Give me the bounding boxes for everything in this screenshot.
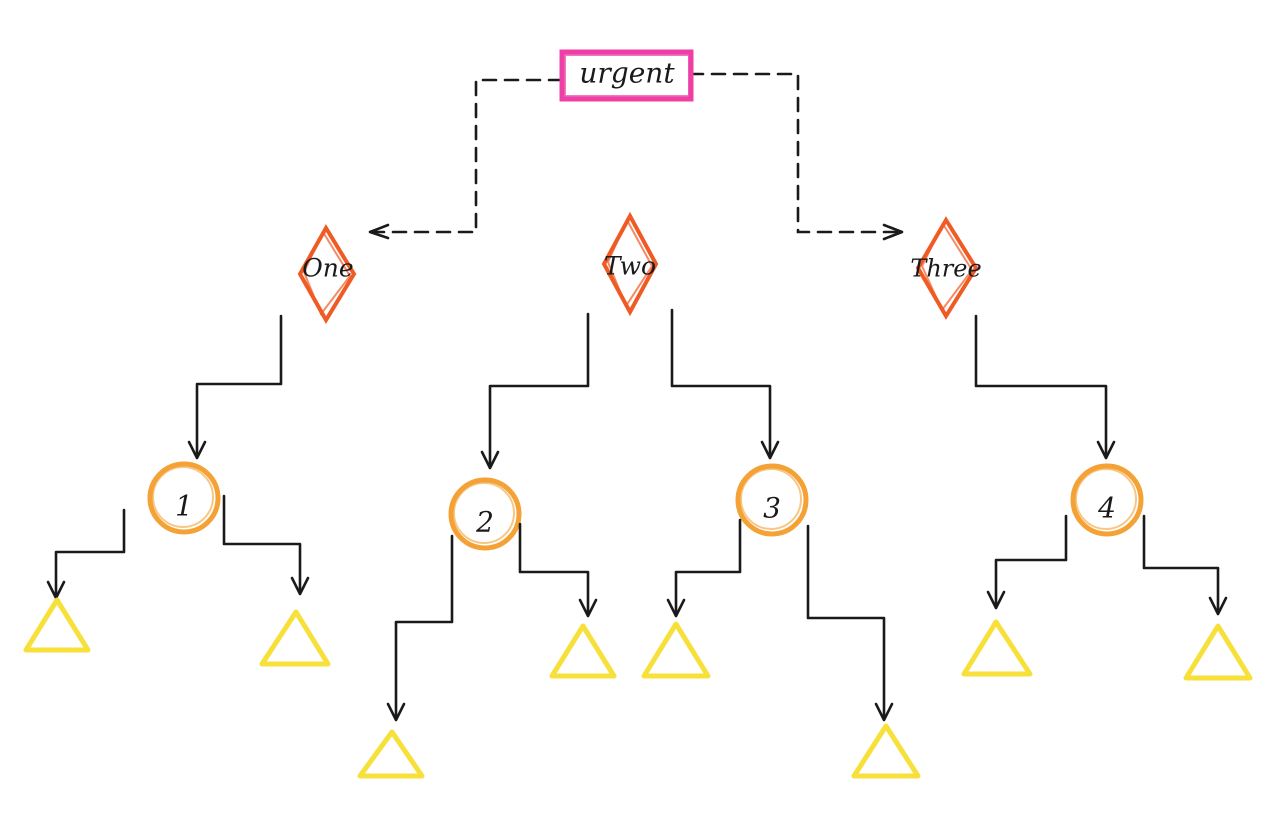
circle-label-3: 3	[763, 492, 781, 525]
connector-two-to-2	[480, 312, 590, 470]
circle-node-1: 1	[147, 461, 221, 535]
circle-label-1: 1	[175, 490, 193, 523]
triangle-leaf-2a	[357, 729, 425, 779]
diamond-label-three: Three	[910, 255, 981, 283]
triangle-leaf-2b	[549, 623, 617, 679]
connector-4-to-left	[986, 514, 1068, 610]
circle-node-3: 3	[735, 463, 809, 537]
circle-node-2: 2	[448, 477, 522, 551]
connector-4-to-right	[1142, 514, 1228, 616]
connector-2-to-left	[386, 534, 454, 722]
diamond-node-two: Two	[601, 211, 659, 317]
root-connector-right	[688, 72, 904, 241]
connector-one-to-1	[187, 314, 283, 460]
triangle-leaf-4a	[961, 619, 1033, 677]
diamond-node-one: One	[297, 224, 357, 324]
connector-2-to-right	[518, 522, 598, 618]
connector-1-to-left	[46, 508, 126, 600]
triangle-leaf-3b	[851, 723, 921, 779]
diamond-label-two: Two	[604, 252, 656, 281]
root-node: urgent	[559, 49, 694, 102]
diamond-label-one: One	[302, 254, 353, 283]
connector-3-to-left	[666, 518, 742, 618]
root-connector-left	[368, 78, 564, 240]
circle-label-2: 2	[475, 506, 494, 539]
connector-three-to-4	[974, 314, 1116, 460]
triangle-leaf-1b	[259, 609, 331, 667]
connector-two-to-3	[670, 308, 780, 460]
triangle-leaf-4b	[1183, 623, 1253, 681]
root-label: urgent	[579, 57, 675, 90]
circle-label-4: 4	[1097, 492, 1116, 525]
triangle-leaf-3a	[641, 621, 711, 679]
diamond-node-three: Three	[910, 216, 982, 320]
triangle-leaf-1a	[23, 597, 91, 653]
connector-3-to-right	[806, 524, 894, 722]
connector-1-to-right	[222, 494, 310, 596]
circle-node-4: 4	[1070, 463, 1144, 537]
